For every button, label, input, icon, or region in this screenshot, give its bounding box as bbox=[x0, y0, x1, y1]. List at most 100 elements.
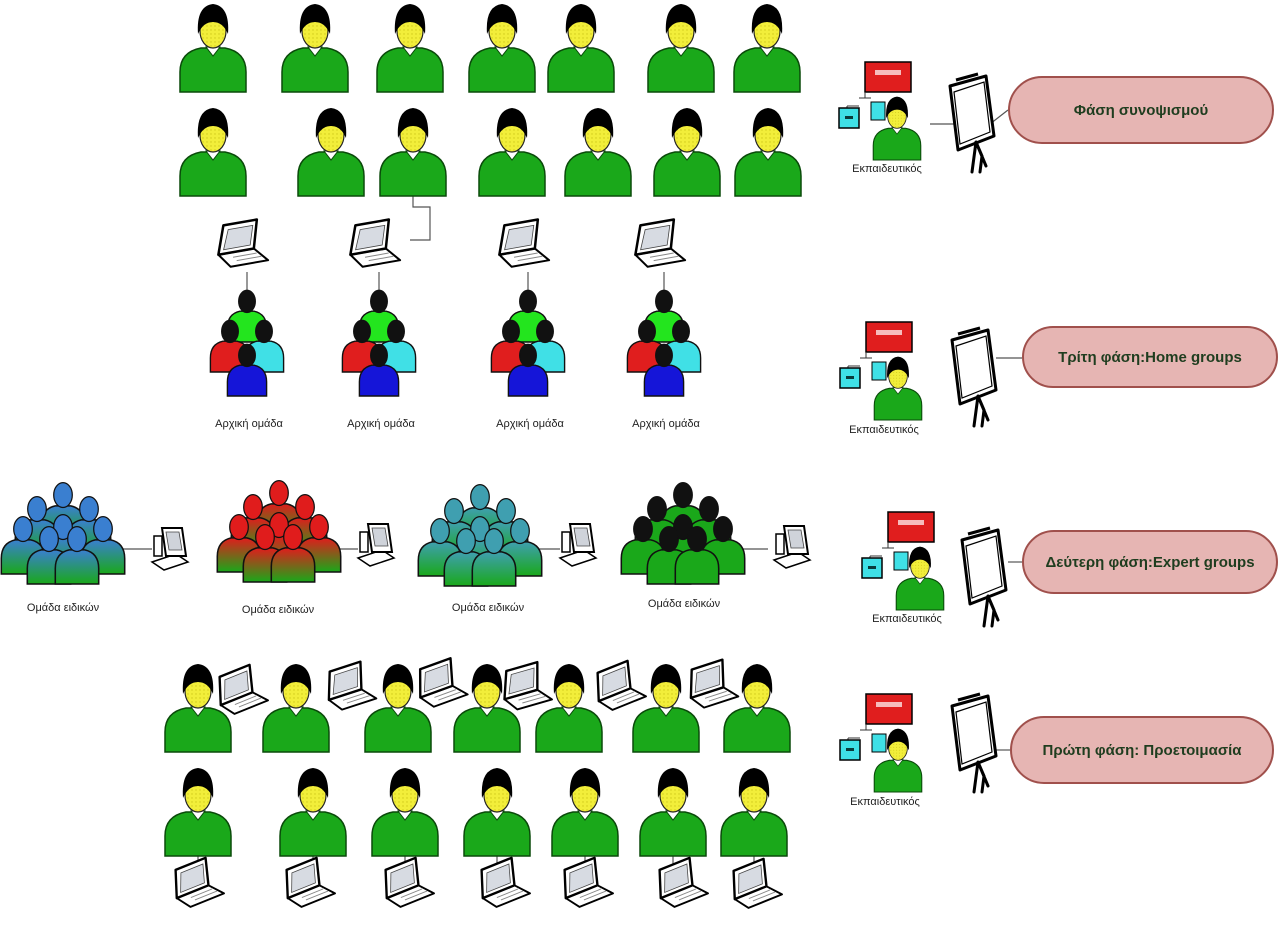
student-icon bbox=[535, 664, 603, 753]
expert-group-label: Ομάδα ειδικών bbox=[451, 602, 525, 614]
home-group-icon bbox=[341, 289, 417, 397]
home-group-icon bbox=[626, 289, 702, 397]
computer-icon bbox=[356, 523, 396, 567]
laptops-layer bbox=[150, 218, 812, 909]
teacher-figure-icon bbox=[873, 356, 923, 421]
student-icon bbox=[551, 768, 619, 857]
group-member-icon bbox=[507, 343, 549, 397]
student-icon bbox=[364, 664, 432, 753]
student-icon bbox=[279, 768, 347, 857]
teacher-figure-icon bbox=[895, 546, 945, 611]
phase-home-groups-pill: Τρίτη φάση:Home groups bbox=[1022, 326, 1278, 388]
student-icon bbox=[297, 108, 365, 197]
groups-layer bbox=[0, 289, 746, 587]
student-icon bbox=[179, 108, 247, 197]
laptop-icon bbox=[174, 856, 225, 908]
laptop-icon bbox=[596, 659, 647, 711]
teachers-layer bbox=[838, 61, 1008, 794]
home-group-icon bbox=[209, 289, 285, 397]
group-member-icon bbox=[643, 343, 685, 397]
phase-preparation-label: Πρώτη φάση: Προετοιμασία bbox=[1042, 741, 1242, 759]
expert-group-label: Ομάδα ειδικών bbox=[647, 598, 721, 610]
easel-icon bbox=[950, 692, 998, 794]
laptop-icon bbox=[349, 218, 402, 268]
easel-icon bbox=[948, 72, 996, 174]
student-icon bbox=[262, 664, 330, 753]
laptop-icon bbox=[327, 660, 378, 711]
laptop-icon bbox=[634, 218, 687, 268]
easel-icon bbox=[960, 526, 1008, 628]
expert-group-green bbox=[620, 482, 746, 585]
laptop-icon bbox=[218, 663, 269, 715]
student-icon bbox=[478, 108, 546, 197]
phase-expert-groups-pill: Δεύτερη φάση:Expert groups bbox=[1022, 530, 1278, 594]
student-icon bbox=[179, 4, 247, 93]
laptop-icon bbox=[563, 856, 614, 908]
expert-group-label: Ομάδα ειδικών bbox=[241, 604, 315, 616]
laptop-icon bbox=[217, 218, 270, 268]
laptop-icon bbox=[498, 218, 551, 268]
student-icon bbox=[371, 768, 439, 857]
computer-icon bbox=[558, 523, 598, 567]
phase-home-groups-label: Τρίτη φάση:Home groups bbox=[1058, 348, 1242, 366]
home-group-label: Αρχική ομάδα bbox=[347, 418, 415, 430]
phase-preparation-pill: Πρώτη φάση: Προετοιμασία bbox=[1010, 716, 1274, 784]
laptop-icon bbox=[418, 657, 469, 708]
computer-icon bbox=[772, 525, 812, 569]
teacher-figure-icon bbox=[872, 96, 922, 161]
laptop-icon bbox=[732, 857, 783, 909]
expert-group-red bbox=[216, 480, 342, 583]
group-member-icon bbox=[54, 526, 100, 585]
laptop-icon bbox=[480, 856, 531, 908]
teacher-icon bbox=[861, 511, 945, 611]
student-icon bbox=[653, 108, 721, 197]
student-icon bbox=[647, 4, 715, 93]
student-icon bbox=[453, 664, 521, 753]
teacher-figure-icon bbox=[873, 728, 923, 793]
student-icon bbox=[164, 664, 232, 753]
student-icon bbox=[379, 108, 447, 197]
group-member-icon bbox=[471, 528, 517, 587]
group-member-icon bbox=[226, 343, 268, 397]
student-icon bbox=[639, 768, 707, 857]
expert-group-label: Ομάδα ειδικών bbox=[26, 602, 100, 614]
teacher-label: Εκπαιδευτικός bbox=[850, 796, 920, 808]
phase-expert-groups-label: Δεύτερη φάση:Expert groups bbox=[1045, 553, 1255, 571]
teacher-label: Εκπαιδευτικός bbox=[849, 424, 919, 436]
student-icon bbox=[281, 4, 349, 93]
student-icon bbox=[564, 108, 632, 197]
computer-icon bbox=[150, 527, 190, 571]
expert-group-teal bbox=[417, 484, 543, 587]
teacher-label: Εκπαιδευτικός bbox=[852, 163, 922, 175]
teacher-icon bbox=[839, 693, 923, 793]
expert-group-blue bbox=[0, 482, 126, 585]
group-member-icon bbox=[674, 526, 720, 585]
laptop-icon bbox=[689, 658, 740, 709]
student-icon bbox=[164, 768, 232, 857]
student-icon bbox=[733, 4, 801, 93]
phase-summary-label: Φάση συνοψισμού bbox=[1073, 101, 1209, 119]
teacher-icon bbox=[838, 61, 922, 161]
easel-icon bbox=[950, 326, 998, 428]
home-group-icon bbox=[490, 289, 566, 397]
home-group-label: Αρχική ομάδα bbox=[496, 418, 564, 430]
laptop-icon bbox=[384, 856, 435, 908]
phase-summary-pill: Φάση συνοψισμού bbox=[1008, 76, 1274, 144]
student-icon bbox=[723, 664, 791, 753]
students-layer bbox=[164, 4, 802, 857]
group-member-icon bbox=[358, 343, 400, 397]
group-member-icon bbox=[270, 524, 316, 583]
student-icon bbox=[468, 4, 536, 93]
laptop-icon bbox=[503, 660, 553, 711]
student-laptop-connector bbox=[410, 196, 431, 241]
laptop-icon bbox=[658, 856, 709, 908]
student-icon bbox=[463, 768, 531, 857]
teacher-icon bbox=[839, 321, 923, 421]
student-icon bbox=[376, 4, 444, 93]
home-group-label: Αρχική ομάδα bbox=[215, 418, 283, 430]
student-icon bbox=[632, 664, 700, 753]
laptop-icon bbox=[285, 856, 336, 908]
student-icon bbox=[547, 4, 615, 93]
